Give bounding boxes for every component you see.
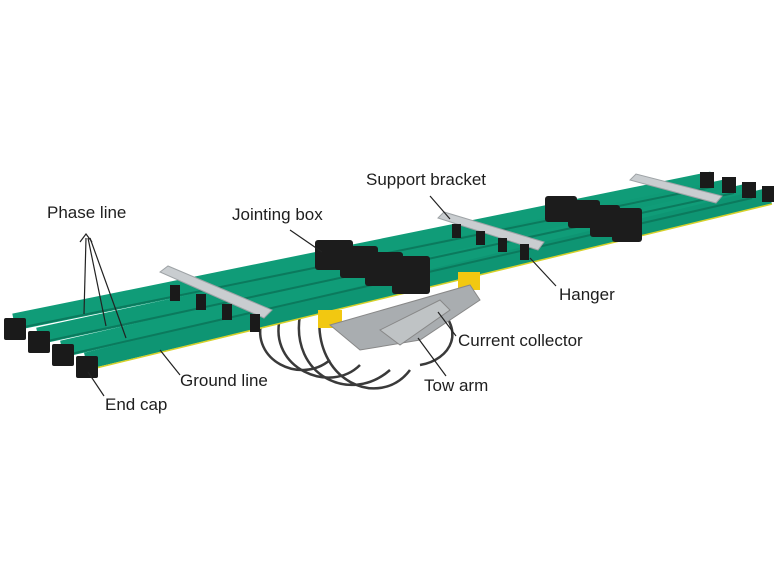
label-tow-arm: Tow arm: [424, 376, 489, 395]
current-collector: [318, 272, 481, 351]
label-support-bracket: Support bracket: [366, 170, 487, 189]
label-ground-line: Ground line: [180, 371, 268, 390]
label-hanger: Hanger: [559, 285, 615, 304]
ground-stripe: [91, 203, 773, 370]
end-caps: [4, 172, 774, 378]
leader-lines: [79, 195, 557, 397]
label-phase-line: Phase line: [47, 203, 127, 222]
label-jointing-box: Jointing box: [232, 205, 323, 224]
support-brackets: [159, 173, 723, 332]
jointing-boxes: [315, 196, 642, 294]
label-end-cap: End cap: [105, 395, 168, 414]
label-current-collector: Current collector: [458, 331, 583, 350]
